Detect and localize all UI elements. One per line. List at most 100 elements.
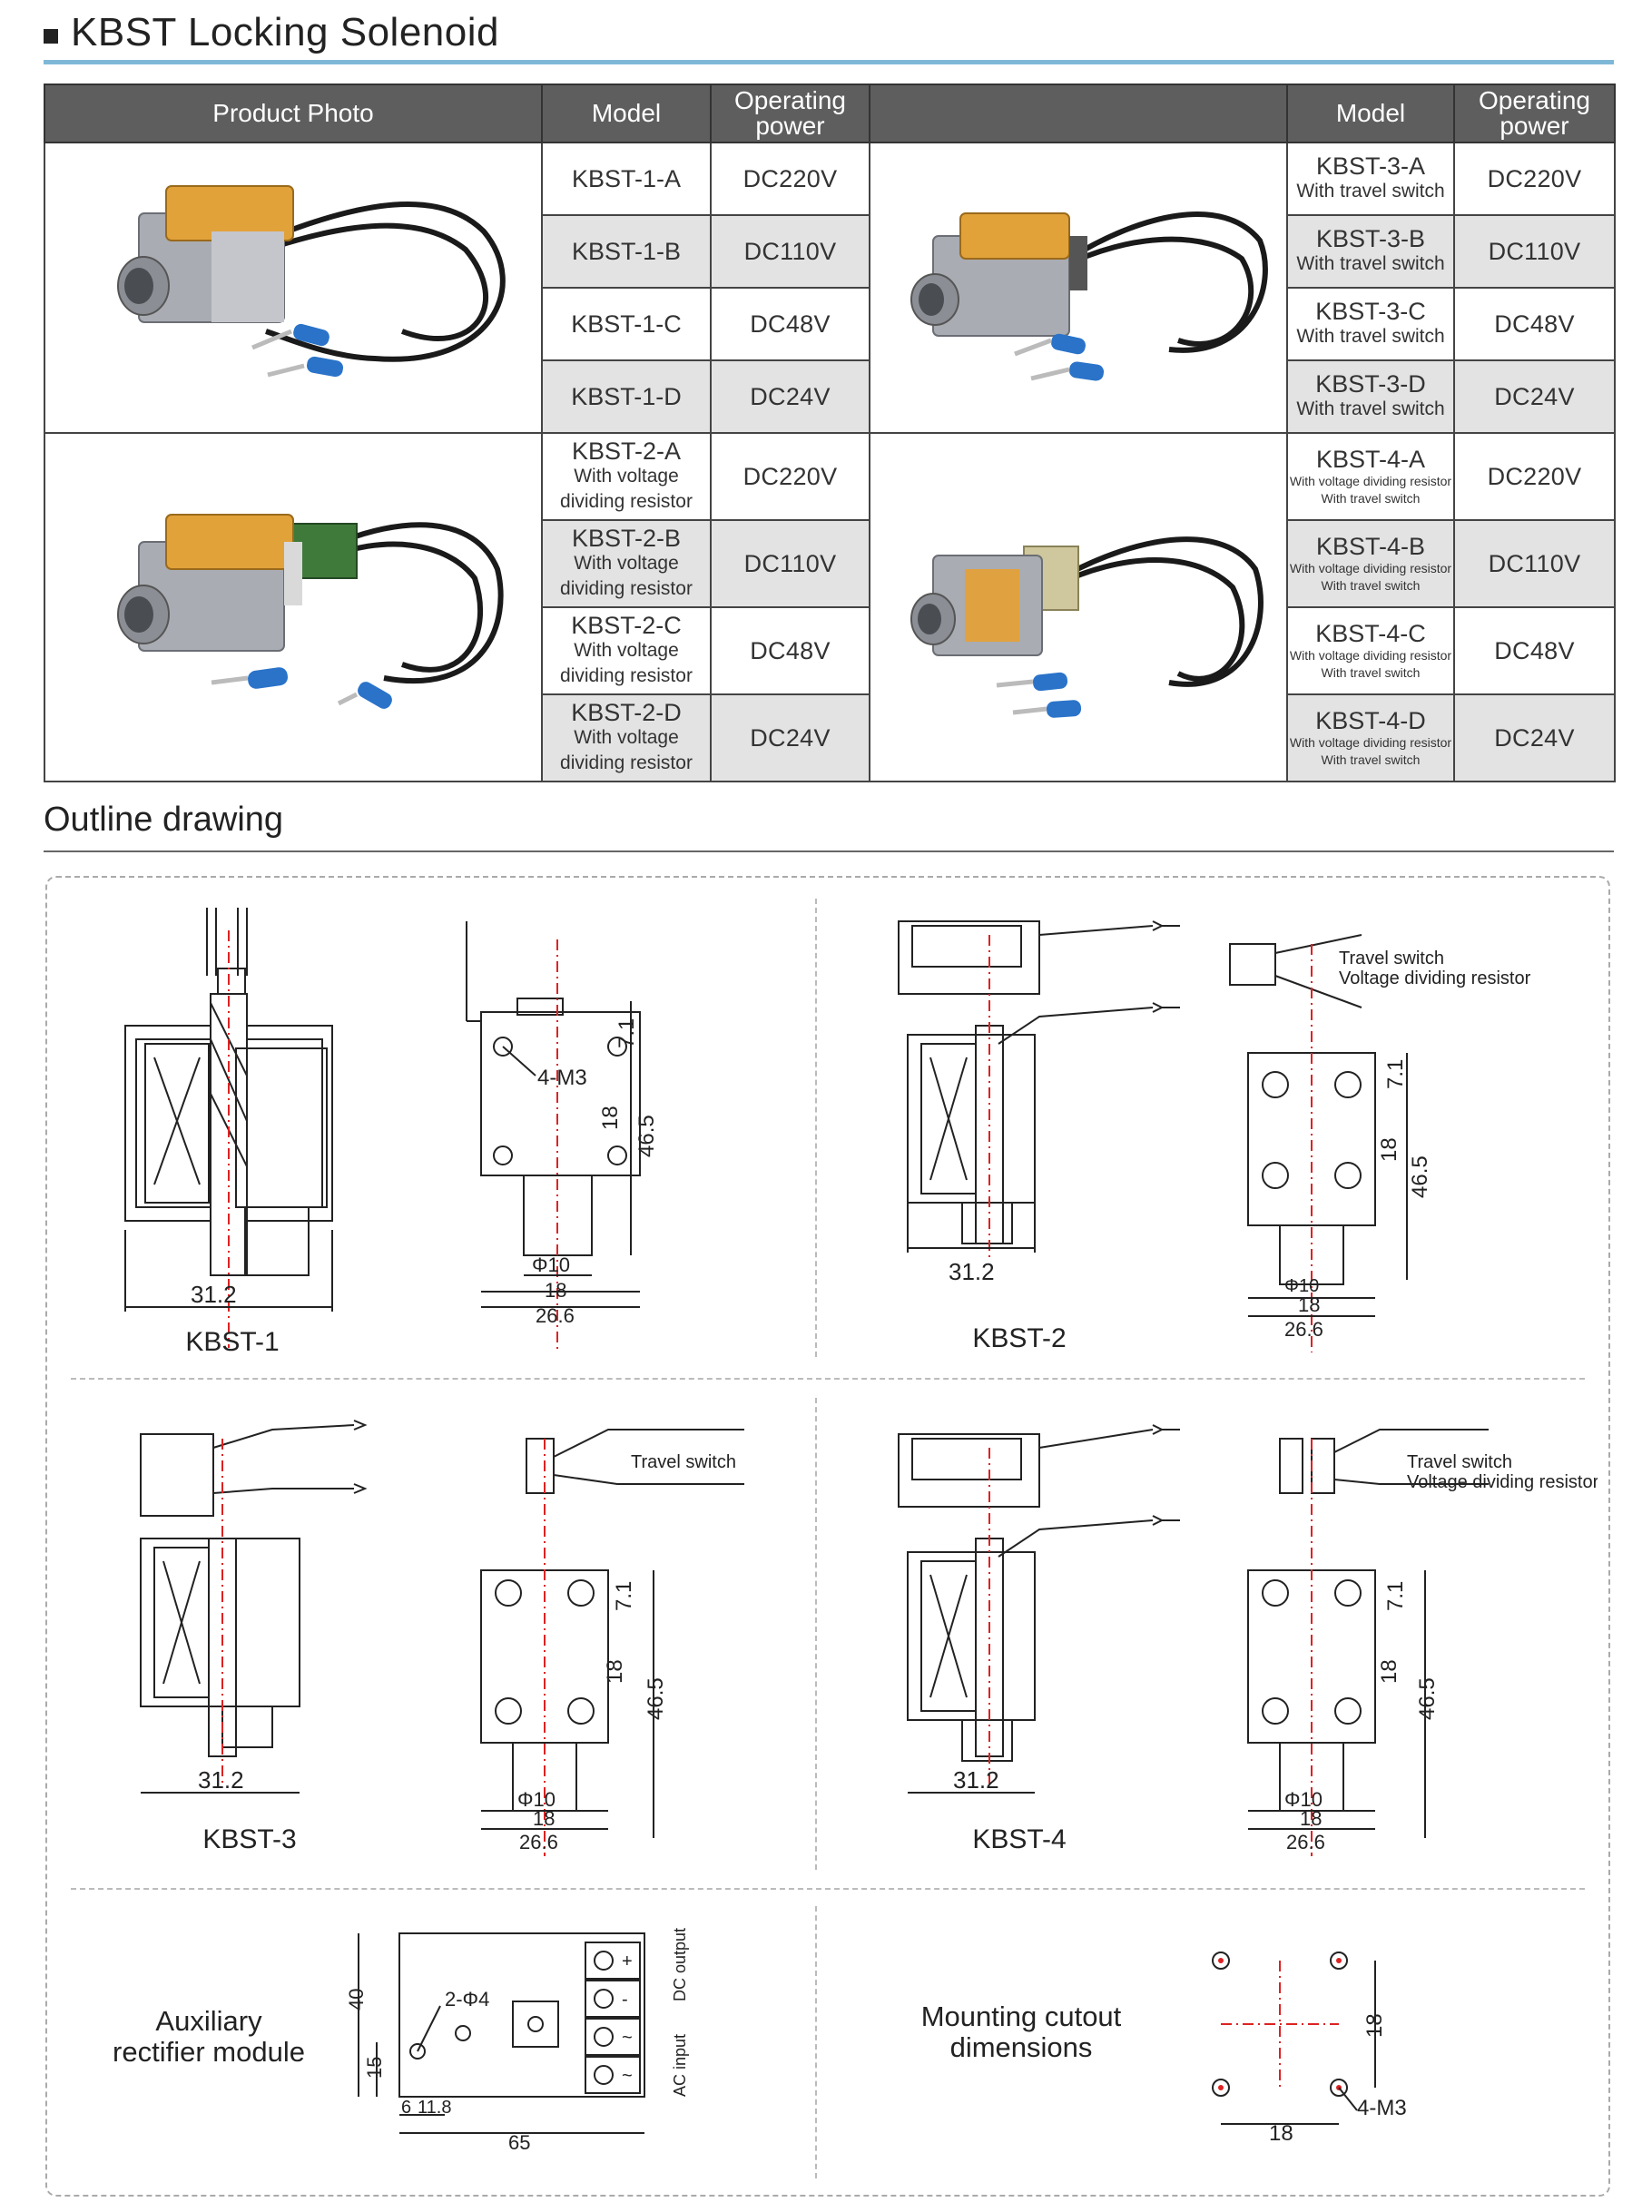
power-cell: DC110V xyxy=(1453,519,1616,608)
dim-15: 15 xyxy=(363,2057,386,2079)
model-sub-label: With travel switch xyxy=(1296,398,1445,419)
model-sub-label: With travel switch xyxy=(1296,181,1445,202)
model-cell: KBST-2-C With voltage dividing resistor xyxy=(541,606,712,695)
mount-line1: Mounting cutout xyxy=(920,2001,1122,2032)
table-row: KBST-2-A With voltage dividing resistor … xyxy=(44,432,1616,782)
kbst3-drawing: 31.2 Travel switch 7.1 18 46.5 Φ10 18 26… xyxy=(140,1420,744,1856)
terminal-plus: + xyxy=(622,1951,633,1971)
power-cell: DC48V xyxy=(1453,606,1616,695)
dim-phi10: Φ10 xyxy=(1284,1788,1323,1811)
model-label: KBST-4-C xyxy=(1315,620,1426,647)
header-operating-power-2: Operating power xyxy=(1453,84,1616,143)
dim-18: 18 xyxy=(598,1106,623,1130)
power-label: DC220V xyxy=(1487,165,1582,192)
label-ac-input: AC input xyxy=(671,2034,689,2097)
power-label: DC220V xyxy=(742,165,838,192)
model-sub-label: dividing resistor xyxy=(560,665,693,686)
header-power-line2: power xyxy=(755,112,825,140)
dim-26-6: 26.6 xyxy=(536,1304,575,1327)
kbst4-drawing: 31.2 Travel switch Voltage dividing resi… xyxy=(898,1424,1598,1856)
model-label: KBST-1-D xyxy=(571,383,682,410)
table-row: KBST-2-D With voltage dividing resistor … xyxy=(44,693,1616,782)
table-row: KBST-1-B DC110V KBST-3-B With travel swi… xyxy=(44,214,1616,289)
dim-18: 18 xyxy=(1377,1137,1401,1162)
dim-7-1: 7.1 xyxy=(1383,1059,1408,1089)
header-product-photo: Product Photo xyxy=(44,84,543,143)
terminal-tilde: ~ xyxy=(622,2028,633,2048)
model-sub-label: With voltage dividing resistor xyxy=(1289,561,1452,575)
model-sub-label: With travel switch xyxy=(1296,253,1445,274)
divider-horizontal xyxy=(71,1888,1585,1890)
model-label: KBST-2-D xyxy=(571,699,682,726)
dim-26-6: 26.6 xyxy=(519,1831,558,1853)
model-sub-label: With voltage dividing resistor xyxy=(1289,735,1452,750)
label-kbst4: KBST-4 xyxy=(972,1824,1067,1854)
dim-7-1: 7.1 xyxy=(612,1581,636,1611)
power-cell: DC48V xyxy=(710,287,870,361)
rectifier-module-drawing: + - ~ ~ 2-Φ4 40 15 6 11.8 65 AC input DC… xyxy=(345,1928,689,2151)
product-photo-kbst1 xyxy=(44,142,543,434)
label-travel-switch: Travel switch xyxy=(1407,1452,1512,1472)
power-label: DC220V xyxy=(1487,463,1582,490)
model-cell: KBST-1-C xyxy=(541,287,712,361)
power-cell: DC220V xyxy=(710,432,870,521)
dim-7-1: 7.1 xyxy=(1383,1581,1408,1611)
model-label: KBST-2-B xyxy=(571,525,682,552)
table-row: KBST-2-B With voltage dividing resistor … xyxy=(44,519,1616,608)
power-cell: DC220V xyxy=(710,142,870,216)
power-cell: DC48V xyxy=(710,606,870,695)
label-voltage-dividing-resistor: Voltage dividing resistor xyxy=(1339,968,1531,988)
title-bullet xyxy=(44,29,58,44)
dim-4-m3: 4-M3 xyxy=(1357,2096,1407,2120)
header-power-line2: power xyxy=(1500,112,1569,140)
header-power-line1: Operating xyxy=(734,86,846,114)
label-voltage-dividing-resistor: Voltage dividing resistor xyxy=(1407,1472,1598,1492)
model-label: KBST-4-D xyxy=(1315,707,1426,734)
title-underline xyxy=(44,60,1614,64)
table-row: KBST-2-C With voltage dividing resistor … xyxy=(44,606,1616,695)
label-auxiliary-rectifier-module: Auxiliary rectifier module xyxy=(86,2006,331,2068)
dim-18: 18 xyxy=(533,1807,555,1830)
model-sub-label: With voltage dividing resistor xyxy=(1289,474,1452,488)
page-title-text: KBST Locking Solenoid xyxy=(71,10,499,54)
model-sub-label: dividing resistor xyxy=(560,491,693,512)
model-sub-label: With travel switch xyxy=(1321,491,1421,506)
model-cell: KBST-3-D With travel switch xyxy=(1286,359,1455,434)
power-label: DC48V xyxy=(1494,637,1575,664)
model-cell: KBST-2-A With voltage dividing resistor xyxy=(541,432,712,521)
dim-46-5: 46.5 xyxy=(1415,1677,1440,1720)
header-operating-power: Operating power xyxy=(710,84,870,143)
dim-46-5: 46.5 xyxy=(644,1677,668,1720)
model-label: KBST-3-D xyxy=(1315,370,1426,398)
power-label: DC24V xyxy=(1494,724,1575,752)
model-label: KBST-2-C xyxy=(571,612,682,639)
header-model: Model xyxy=(541,84,712,143)
power-cell: DC220V xyxy=(1453,432,1616,521)
model-label: KBST-4-B xyxy=(1315,533,1426,560)
model-sub-label: With voltage xyxy=(574,727,679,748)
model-sub-label: With travel switch xyxy=(1321,665,1421,680)
divider-vertical xyxy=(815,899,817,1357)
model-cell: KBST-2-D With voltage dividing resistor xyxy=(541,693,712,782)
model-sub-label: With travel switch xyxy=(1296,326,1445,347)
power-label: DC48V xyxy=(1494,310,1575,338)
header-blank xyxy=(869,84,1288,143)
label-kbst3: KBST-3 xyxy=(202,1824,297,1854)
model-label: KBST-4-A xyxy=(1315,446,1426,473)
model-label: KBST-3-A xyxy=(1315,152,1426,180)
dim-46-5: 46.5 xyxy=(1408,1155,1432,1198)
terminal-tilde: ~ xyxy=(622,2066,633,2086)
model-cell: KBST-3-A With travel switch xyxy=(1286,142,1455,216)
power-cell: DC110V xyxy=(710,214,870,289)
power-cell: DC24V xyxy=(1453,693,1616,782)
power-cell: DC24V xyxy=(1453,359,1616,434)
dim-11-8: 11.8 xyxy=(418,2098,451,2118)
product-photo-kbst4 xyxy=(869,432,1288,782)
power-cell: DC24V xyxy=(710,359,870,434)
table-header-row: Product Photo Model Operating power Mode… xyxy=(44,84,1616,143)
product-table: Product Photo Model Operating power Mode… xyxy=(44,84,1616,782)
dim-6: 6 xyxy=(401,2098,411,2118)
terminal-minus: - xyxy=(622,1990,628,2010)
power-cell: DC48V xyxy=(1453,287,1616,361)
model-cell: KBST-1-D xyxy=(541,359,712,434)
